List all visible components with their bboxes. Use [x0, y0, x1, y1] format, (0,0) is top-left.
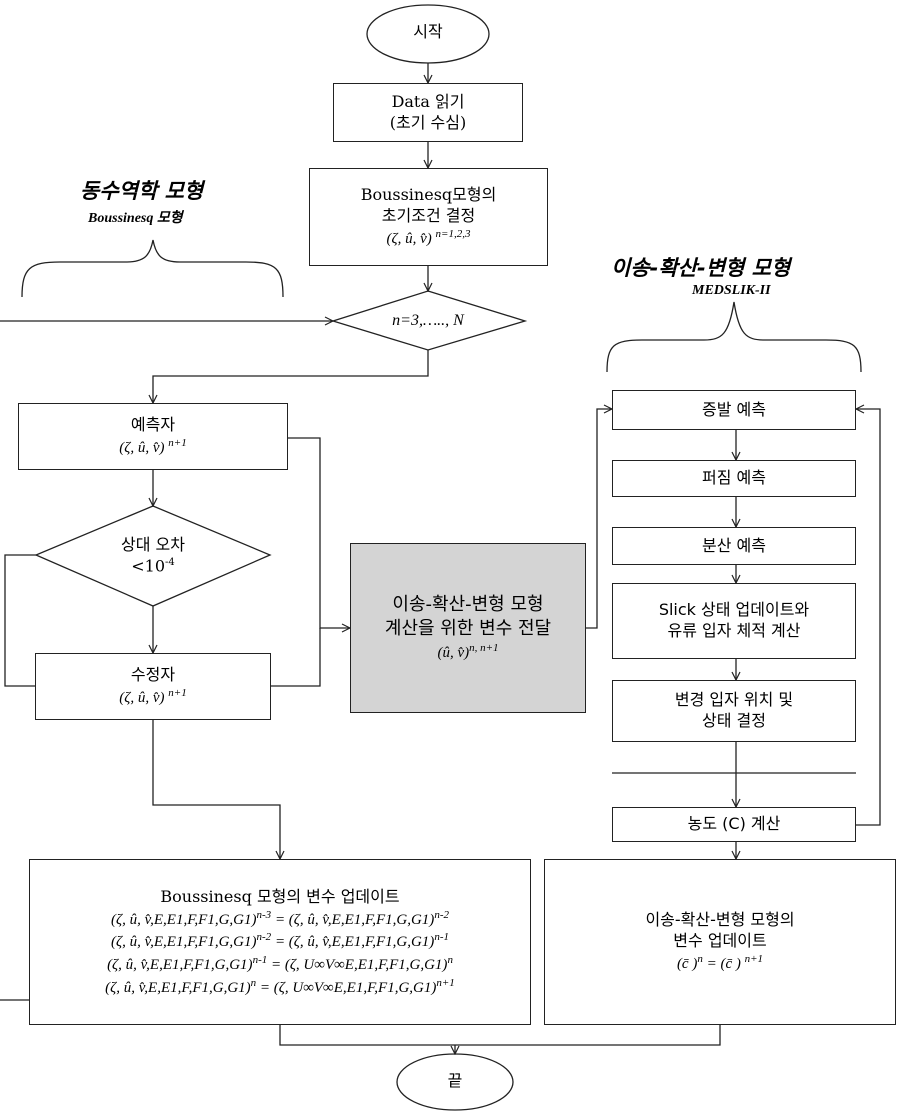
hydro-model-title: 동수역학 모형	[80, 179, 204, 203]
transfer-vars: (û, v̂)n, n+1	[437, 642, 499, 662]
error-threshold: <10-4	[131, 556, 175, 576]
bous-eq-2: (ζ, û, v̂,E,E1,F,F1,G,G1)n-2 = (ζ, û, v̂…	[111, 931, 449, 951]
slick-update-box: Slick 상태 업데이트와 유류 입자 체적 계산	[612, 583, 856, 659]
transfer-line1: 이송-확산-변형 모형	[392, 593, 544, 615]
predictor-box: 예측자 (ζ, û, v̂) n+1	[18, 403, 288, 470]
corrector-vars: (ζ, û, v̂) n+1	[119, 686, 187, 706]
corrector-label: 수정자	[130, 664, 176, 684]
loop-condition: n=3,….., N	[392, 312, 464, 329]
left-brace	[21, 239, 284, 298]
read-data-line2: (초기 수심)	[389, 112, 467, 132]
init-line2: 초기조건 결정	[381, 205, 476, 225]
ads-model-subtitle: MEDSLIK-II	[692, 283, 771, 298]
start-label: 시작	[413, 22, 443, 41]
particle-state-box: 변경 입자 위치 및 상태 결정	[612, 680, 856, 742]
bous-update-title: Boussinesq 모형의 변수 업데이트	[160, 886, 400, 906]
init-condition-box: Boussinesq모형의 초기조건 결정 (ζ, û, v̂) n=1,2,3	[309, 168, 548, 266]
particle-line2: 상태 결정	[702, 711, 766, 730]
bous-eq-1: (ζ, û, v̂,E,E1,F,F1,G,G1)n-3 = (ζ, û, v̂…	[111, 908, 449, 928]
hydro-model-subtitle: Boussinesq 모형	[88, 211, 183, 226]
predictor-vars: (ζ, û, v̂) n+1	[119, 436, 187, 456]
init-line1: Boussinesq모형의	[360, 184, 497, 204]
ads-update-line1: 이송-확산-변형 모형의	[645, 909, 795, 929]
error-label: 상대 오차	[121, 535, 185, 554]
bous-eq-3: (ζ, û, v̂,E,E1,F,F1,G,G1)n-1 = (ζ, U∞V∞E…	[107, 954, 453, 974]
ads-model-title: 이송-확산-변형 모형	[611, 256, 791, 280]
end-label: 끝	[447, 1071, 463, 1090]
right-brace	[606, 301, 862, 373]
read-data-box: Data 읽기 (초기 수심)	[333, 83, 523, 142]
slick-line1: Slick 상태 업데이트와	[658, 600, 810, 620]
particle-line1: 변경 입자 위치 및	[674, 690, 794, 710]
ads-update-box: 이송-확산-변형 모형의 변수 업데이트 (c̄ )n = (c̄ ) n+1	[544, 859, 896, 1025]
predictor-label: 예측자	[130, 414, 176, 434]
variable-transfer-box: 이송-확산-변형 모형 계산을 위한 변수 전달 (û, v̂)n, n+1	[350, 543, 586, 713]
dispersion-box: 분산 예측	[612, 527, 856, 565]
slick-line2: 유류 입자 체적 계산	[667, 621, 801, 640]
concentration-box: 농도 (C) 계산	[612, 807, 856, 842]
read-data-line1: Data 읽기	[391, 91, 465, 111]
boussinesq-update-box: Boussinesq 모형의 변수 업데이트 (ζ, û, v̂,E,E1,F,…	[29, 859, 531, 1025]
evaporation-box: 증발 예측	[612, 390, 856, 430]
transfer-line2: 계산을 위한 변수 전달	[384, 617, 552, 639]
spreading-box: 퍼짐 예측	[612, 460, 856, 497]
corrector-box: 수정자 (ζ, û, v̂) n+1	[35, 653, 271, 720]
error-check-text: 상대 오차 <10-4	[83, 535, 223, 577]
bous-eq-4: (ζ, û, v̂,E,E1,F,F1,G,G1)n = (ζ, U∞V∞E,E…	[105, 976, 455, 996]
ads-update-line2: 변수 업데이트	[673, 930, 767, 950]
init-vars: (ζ, û, v̂) n=1,2,3	[386, 227, 471, 247]
ads-update-eq: (c̄ )n = (c̄ ) n+1	[676, 952, 764, 972]
